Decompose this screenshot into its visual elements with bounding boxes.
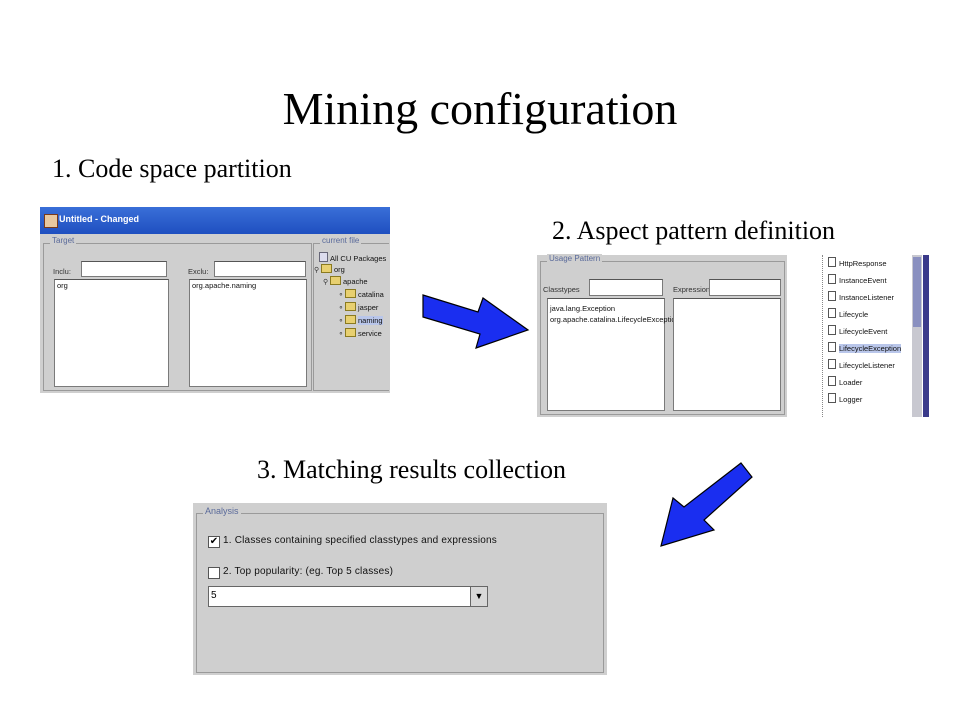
package-icon [319, 252, 328, 262]
list-item[interactable]: Loader [826, 375, 864, 388]
collapsed-knob-icon[interactable]: ⚬ [338, 331, 344, 338]
aspect-pattern-panel: Usage Pattern Classtypes java.lang.Excep… [537, 254, 787, 417]
collapsed-knob-icon[interactable]: ⚬ [338, 318, 344, 325]
package-tree[interactable]: All CU Packages ⚲org ⚲apache ⚬catalina ⚬… [314, 252, 389, 382]
dropdown-arrow-icon[interactable]: ▼ [470, 587, 487, 606]
folder-icon [345, 289, 356, 298]
exclude-input[interactable] [214, 261, 306, 277]
current-file-group-title: current file [320, 236, 362, 245]
tree-node-jasper[interactable]: ⚬jasper [338, 302, 379, 312]
analysis-panel: Analysis ✔ 1. Classes containing specifi… [193, 503, 607, 675]
list-item[interactable]: java.lang.Exception [550, 304, 616, 313]
class-file-icon [828, 257, 836, 267]
usage-pattern-group-title: Usage Pattern [547, 254, 603, 263]
include-list[interactable]: org [54, 279, 169, 387]
list-item[interactable]: HttpResponse [826, 256, 889, 269]
list-item[interactable]: Lifecycle [826, 307, 870, 320]
down-left-arrow-icon [660, 462, 753, 547]
class-file-icon [828, 393, 836, 403]
expression-input[interactable] [709, 279, 781, 296]
folder-icon [345, 302, 356, 311]
exclude-list[interactable]: org.apache.naming [189, 279, 307, 387]
window-body: Target Inclu: org Exclu: org.apache.nami… [40, 234, 390, 393]
expand-knob-icon[interactable]: ⚲ [314, 267, 320, 274]
combobox-value: 5 [211, 590, 217, 601]
classtypes-label: Classtypes [543, 285, 580, 294]
vertical-scrollbar[interactable] [912, 255, 922, 417]
expand-knob-icon[interactable]: ⚲ [323, 279, 329, 286]
analysis-group-title: Analysis [203, 506, 241, 516]
tree-node-all-cu-packages[interactable]: All CU Packages [319, 252, 386, 263]
target-group: Target Inclu: org Exclu: org.apache.nami… [43, 236, 312, 391]
option1-label: 1. Classes containing specified classtyp… [223, 535, 497, 546]
current-file-group: current file All CU Packages ⚲org ⚲apach… [313, 236, 389, 391]
include-label: Inclu: [53, 267, 71, 276]
class-file-icon [828, 342, 836, 352]
analysis-group: Analysis ✔ 1. Classes containing specifi… [196, 506, 604, 673]
expression-list[interactable] [673, 298, 781, 411]
classtypes-input[interactable] [589, 279, 663, 296]
include-input[interactable] [81, 261, 167, 277]
class-file-icon [828, 376, 836, 386]
window-edge [923, 255, 929, 417]
list-item[interactable]: org [57, 281, 68, 290]
exclude-label: Exclu: [188, 267, 209, 276]
list-item-selected[interactable]: LifecycleException [826, 341, 903, 354]
target-group-title: Target [50, 236, 77, 245]
top-count-combobox[interactable]: 5 ▼ [208, 586, 488, 607]
caption-matching-results-collection: 3. Matching results collection [257, 455, 567, 484]
right-arrow-icon [422, 294, 530, 349]
caption-aspect-pattern-definition: 2. Aspect pattern definition [552, 216, 836, 245]
class-file-icon [828, 274, 836, 284]
collapsed-knob-icon[interactable]: ⚬ [338, 292, 344, 299]
class-file-icon [828, 308, 836, 318]
option2-label: 2. Top popularity: (eg. Top 5 classes) [223, 566, 394, 577]
tree-node-catalina[interactable]: ⚬catalina [338, 289, 384, 299]
tree-node-org[interactable]: ⚲org [314, 264, 345, 274]
class-list[interactable]: HttpResponse InstanceEvent InstanceListe… [812, 255, 911, 417]
caption-code-space-partition: 1. Code space partition [52, 154, 292, 183]
list-item[interactable]: InstanceListener [826, 290, 896, 303]
tree-node-naming[interactable]: ⚬naming [338, 315, 383, 325]
code-space-partition-window: Untitled - Changed Target Inclu: org Exc… [40, 207, 390, 393]
tree-node-service[interactable]: ⚬service [338, 328, 382, 338]
list-item[interactable]: LifecycleListener [826, 358, 897, 371]
scrollbar-thumb[interactable] [913, 257, 921, 327]
list-item[interactable]: InstanceEvent [826, 273, 889, 286]
folder-icon [345, 328, 356, 337]
usage-pattern-group: Usage Pattern Classtypes java.lang.Excep… [540, 254, 785, 415]
class-file-icon [828, 291, 836, 301]
option1-checkbox[interactable]: ✔ [208, 536, 220, 548]
slide-title: Mining configuration [282, 83, 678, 134]
list-item[interactable]: org.apache.catalina.LifecycleException [550, 315, 680, 324]
folder-icon [345, 315, 356, 324]
expression-label: Expression [673, 285, 711, 294]
class-file-icon [828, 359, 836, 369]
class-list-panel: HttpResponse InstanceEvent InstanceListe… [812, 255, 929, 417]
app-icon [44, 214, 58, 228]
folder-icon [330, 276, 341, 285]
window-title: Untitled - Changed [59, 214, 139, 224]
list-item[interactable]: org.apache.naming [192, 281, 257, 290]
tree-node-apache[interactable]: ⚲apache [323, 276, 368, 286]
collapsed-knob-icon[interactable]: ⚬ [338, 305, 344, 312]
classtypes-list[interactable]: java.lang.Exception org.apache.catalina.… [547, 298, 680, 411]
list-item[interactable]: Logger [826, 392, 864, 405]
window-titlebar[interactable]: Untitled - Changed [40, 207, 390, 234]
tree-guide-line [822, 255, 828, 417]
folder-icon [321, 264, 332, 273]
option2-checkbox[interactable] [208, 567, 220, 579]
list-item[interactable]: LifecycleEvent [826, 324, 889, 337]
class-file-icon [828, 325, 836, 335]
